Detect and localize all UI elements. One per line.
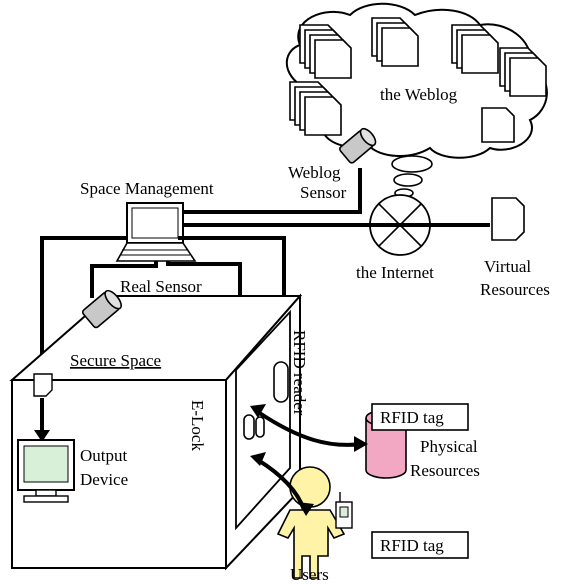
weblog-sensor-label-line2: Sensor (300, 183, 347, 202)
rfid-tag-resource-box: RFID tag (372, 404, 468, 430)
output-device-label-line2: Device (80, 470, 128, 489)
the-internet-label: the Internet (356, 263, 434, 282)
output-device-label-line1: Output (80, 446, 128, 465)
rfid-tag-resource-label: RFID tag (380, 408, 444, 427)
the-weblog-label: the Weblog (380, 85, 458, 104)
weblog-sensor-label-line1: Weblog (288, 163, 341, 182)
space-management-label: Space Management (80, 179, 214, 198)
e-lock-label: E-Lock (188, 400, 207, 451)
secure-space-label: Secure Space (70, 351, 161, 370)
real-sensor-label: Real Sensor (120, 277, 202, 296)
virtual-resources-label-line2: Resources (480, 280, 550, 299)
virtual-resources-label-line1: Virtual (484, 257, 531, 276)
secure-space-room (12, 296, 300, 568)
physical-resources-label-line1: Physical (420, 437, 478, 456)
rfid-tag-user-label: RFID tag (380, 536, 444, 555)
thought-bubbles (392, 156, 432, 197)
user-rfid-device-icon (336, 492, 352, 528)
physical-resources-label-line2: Resources (410, 461, 480, 480)
virtual-resource-document-icon (492, 198, 524, 240)
secure-document-icon (34, 374, 52, 396)
users-label: Users (290, 565, 329, 584)
rfid-tag-user-box: RFID tag (372, 532, 468, 558)
rfid-reader-label: RFID reader (290, 330, 309, 416)
